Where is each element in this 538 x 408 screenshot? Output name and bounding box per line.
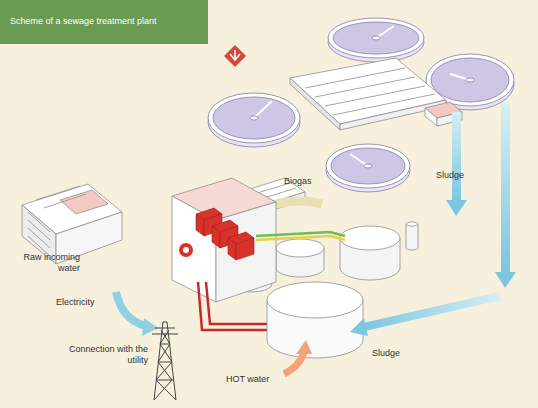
flow-label: Sludge bbox=[372, 348, 416, 359]
flow-label: Sludge bbox=[436, 170, 476, 181]
flow-label: Raw incoming water bbox=[8, 252, 80, 274]
flow-label: Connection with the utility bbox=[52, 344, 148, 366]
flow-label: HOT water bbox=[226, 374, 282, 385]
title: Scheme of a sewage treatment plant bbox=[10, 16, 200, 27]
flow-label: Electricity bbox=[56, 297, 108, 308]
flow-label: Biogas bbox=[284, 176, 334, 187]
